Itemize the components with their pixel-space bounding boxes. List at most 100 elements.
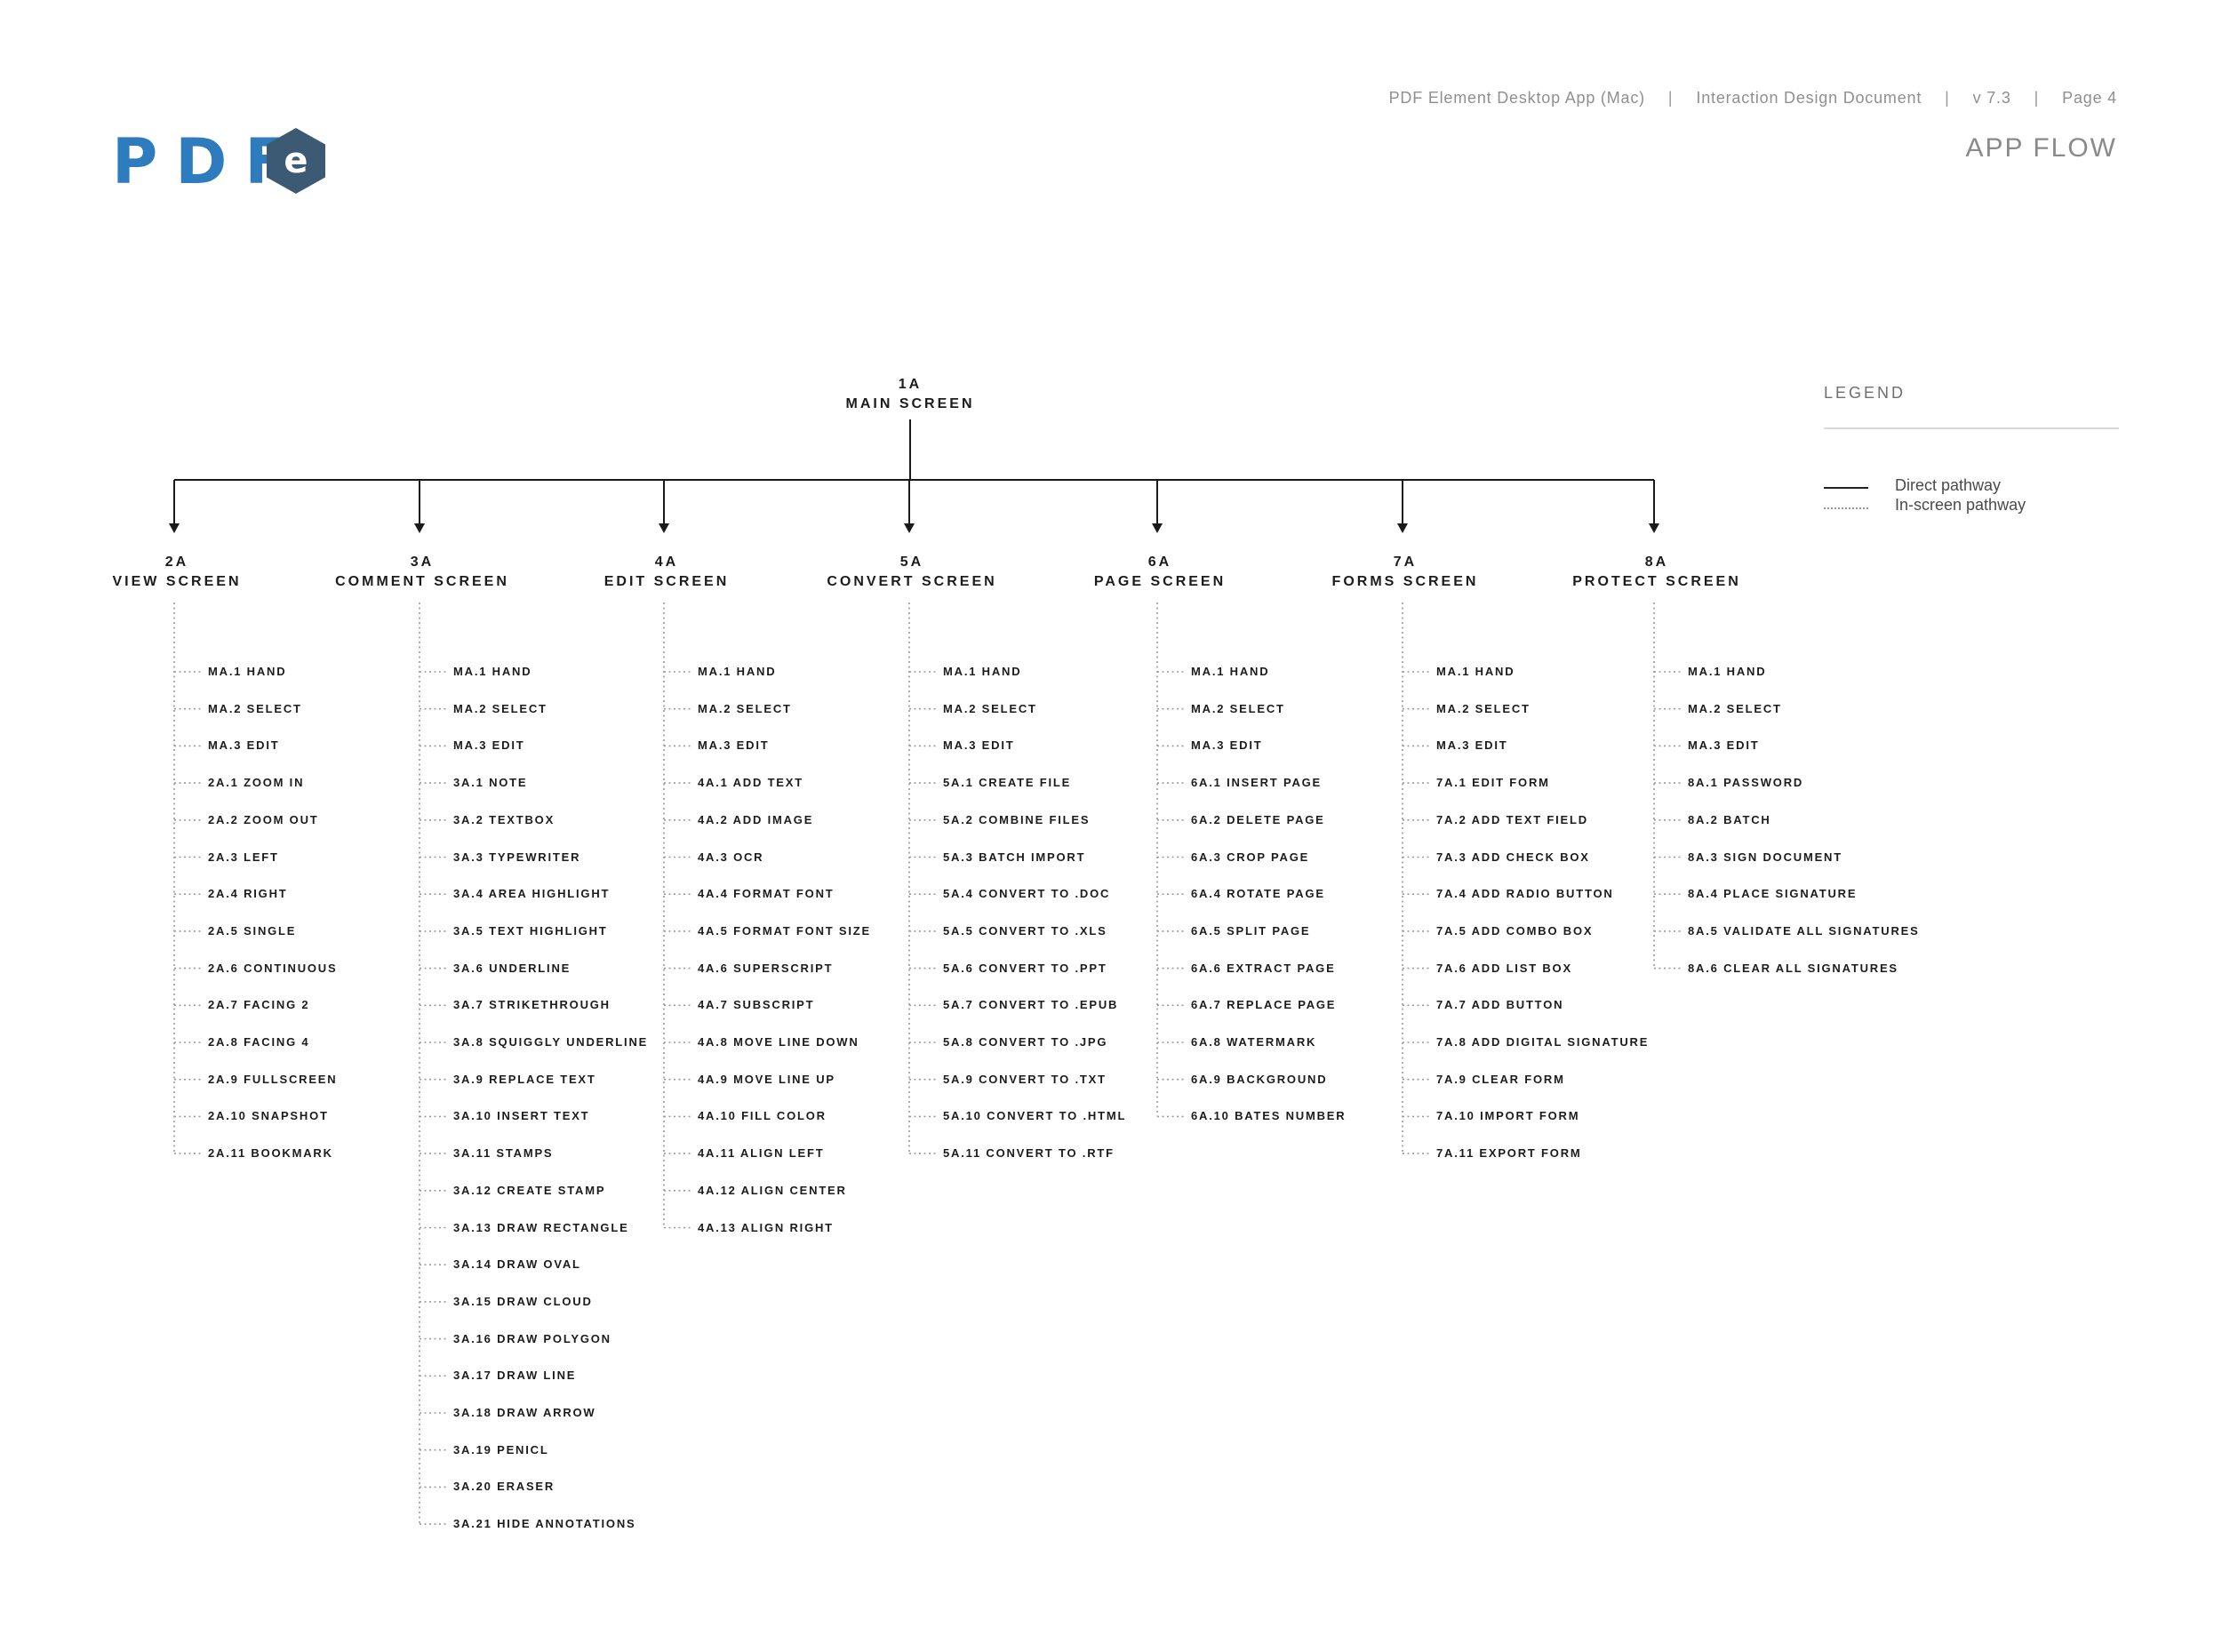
feature-item: MA.3 EDIT [453,738,525,753]
feature-item: MA.3 EDIT [943,738,1015,753]
feature-item: 2A.10 SNAPSHOT [208,1109,329,1123]
app-name: PDF Element Desktop App (Mac) [1388,89,1645,107]
feature-item: MA.2 SELECT [1436,701,1531,715]
feature-item: 6A.1 INSERT PAGE [1191,776,1323,790]
feature-item: MA.3 EDIT [1191,738,1263,753]
feature-item: 4A.10 FILL COLOR [698,1109,827,1123]
feature-item: 5A.2 COMBINE FILES [943,812,1091,826]
screen-node-comment-screen-title: COMMENT SCREEN [335,574,509,589]
feature-item: 7A.10 IMPORT FORM [1436,1109,1580,1123]
feature-item: 6A.8 WATERMARK [1191,1035,1317,1049]
feature-item: 7A.8 ADD DIGITAL SIGNATURE [1436,1035,1650,1049]
feature-item: 5A.10 CONVERT TO .HTML [943,1109,1127,1123]
feature-item: 2A.5 SINGLE [208,923,297,938]
page-number: Page 4 [2062,89,2117,107]
feature-item: 5A.6 CONVERT TO .PPT [943,961,1107,975]
feature-item: 2A.4 RIGHT [208,887,288,901]
in-screen-pathway-line-sample [1824,507,1868,509]
feature-item: 8A.5 VALIDATE ALL SIGNATURES [1688,923,1920,938]
arrow-protect-screen [1649,523,1659,533]
feature-item: 3A.4 AREA HIGHLIGHT [453,887,611,901]
feature-item: 3A.9 REPLACE TEXT [453,1072,596,1086]
feature-item: 7A.9 CLEAR FORM [1436,1072,1565,1086]
feature-item: 6A.10 BATES NUMBER [1191,1109,1347,1123]
feature-item: 2A.2 ZOOM OUT [208,812,319,826]
feature-item: 4A.4 FORMAT FONT [698,887,835,901]
legend-direct-label: Direct pathway [1895,476,2002,494]
feature-item: 6A.9 BACKGROUND [1191,1072,1328,1086]
direct-pathway-line-sample [1824,487,1868,489]
feature-item: 3A.15 DRAW CLOUD [453,1294,593,1308]
feature-item: 4A.2 ADD IMAGE [698,812,814,826]
feature-item: 4A.8 MOVE LINE DOWN [698,1035,859,1049]
feature-item: 4A.7 SUBSCRIPT [698,998,815,1012]
feature-item: 5A.3 BATCH IMPORT [943,850,1086,864]
feature-item: MA.3 EDIT [1688,738,1760,753]
feature-item: MA.3 EDIT [698,738,770,753]
arrow-forms-screen [1397,523,1408,533]
feature-item: MA.2 SELECT [698,701,792,715]
feature-item: 3A.1 NOTE [453,776,528,790]
document-type: Interaction Design Document [1696,89,1922,107]
feature-item: 3A.2 TEXTBOX [453,812,556,826]
root-node-main-screen-title: MAIN SCREEN [845,396,975,411]
screen-node-view-screen-id: 2A [164,555,189,570]
feature-item: 3A.6 UNDERLINE [453,961,571,975]
feature-item: 2A.11 BOOKMARK [208,1146,333,1161]
feature-item: MA.1 HAND [943,665,1022,678]
feature-item: MA.2 SELECT [453,701,548,715]
meta-separator: | [1667,89,1674,107]
feature-item: 6A.3 CROP PAGE [1191,850,1310,864]
feature-item: 3A.5 TEXT HIGHLIGHT [453,923,608,938]
feature-item: 7A.4 ADD RADIO BUTTON [1436,887,1614,901]
feature-item: MA.2 SELECT [1688,701,1782,715]
screen-node-view-screen: 2A VIEW SCREEN [112,553,241,592]
feature-item: 3A.19 PENICL [453,1442,549,1456]
feature-item: 3A.3 TYPEWRITER [453,850,581,864]
feature-item: 3A.20 ERASER [453,1480,556,1494]
feature-item: MA.2 SELECT [1191,701,1285,715]
feature-item: 5A.8 CONVERT TO .JPG [943,1035,1108,1049]
screen-node-convert-screen-id: 5A [899,555,924,570]
arrow-page-screen [1152,523,1163,533]
feature-item: 8A.6 CLEAR ALL SIGNATURES [1688,961,1898,975]
arrow-edit-screen [659,523,669,533]
feature-item: 3A.13 DRAW RECTANGLE [453,1220,629,1234]
document-meta: PDF Element Desktop App (Mac) | Interact… [1389,89,2117,108]
feature-item: 3A.17 DRAW LINE [453,1369,577,1383]
feature-item: 6A.7 REPLACE PAGE [1191,998,1337,1012]
feature-item: 7A.11 EXPORT FORM [1436,1146,1582,1161]
feature-item: 5A.9 CONVERT TO .TXT [943,1072,1107,1086]
feature-item: 4A.11 ALIGN LEFT [698,1146,825,1161]
feature-item: 3A.11 STAMPS [453,1146,554,1161]
feature-item: 4A.9 MOVE LINE UP [698,1072,835,1086]
feature-item: 2A.9 FULLSCREEN [208,1072,338,1086]
screen-node-view-screen-title: VIEW SCREEN [112,574,242,589]
screen-node-comment-screen-id: 3A [410,555,435,570]
logo-wordmark: PDF [112,125,306,198]
meta-separator: | [1945,89,1950,107]
screen-node-protect-screen-title: PROTECT SCREEN [1572,574,1741,589]
feature-item: MA.1 HAND [453,665,532,678]
legend-title: LEGEND [1824,384,1906,402]
feature-item: 4A.5 FORMAT FONT SIZE [698,923,872,938]
screen-node-edit-screen-title: EDIT SCREEN [603,574,730,589]
feature-item: 7A.6 ADD LIST BOX [1436,961,1572,975]
feature-item: 3A.10 INSERT TEXT [453,1109,590,1123]
feature-item: 2A.1 ZOOM IN [208,776,305,790]
feature-item: 6A.5 SPLIT PAGE [1191,923,1311,938]
feature-item: 5A.1 CREATE FILE [943,776,1072,790]
feature-item: 8A.4 PLACE SIGNATURE [1688,887,1858,901]
feature-item: 8A.2 BATCH [1688,812,1771,826]
version: v 7.3 [1972,89,2011,107]
feature-item: 4A.6 SUPERSCRIPT [698,961,834,975]
feature-item: MA.2 SELECT [208,701,302,715]
feature-item: MA.1 HAND [698,665,777,678]
feature-item: 6A.4 ROTATE PAGE [1191,887,1325,901]
screen-node-convert-screen-title: CONVERT SCREEN [827,574,997,589]
feature-item: 7A.2 ADD TEXT FIELD [1436,812,1588,826]
feature-item: MA.2 SELECT [943,701,1037,715]
